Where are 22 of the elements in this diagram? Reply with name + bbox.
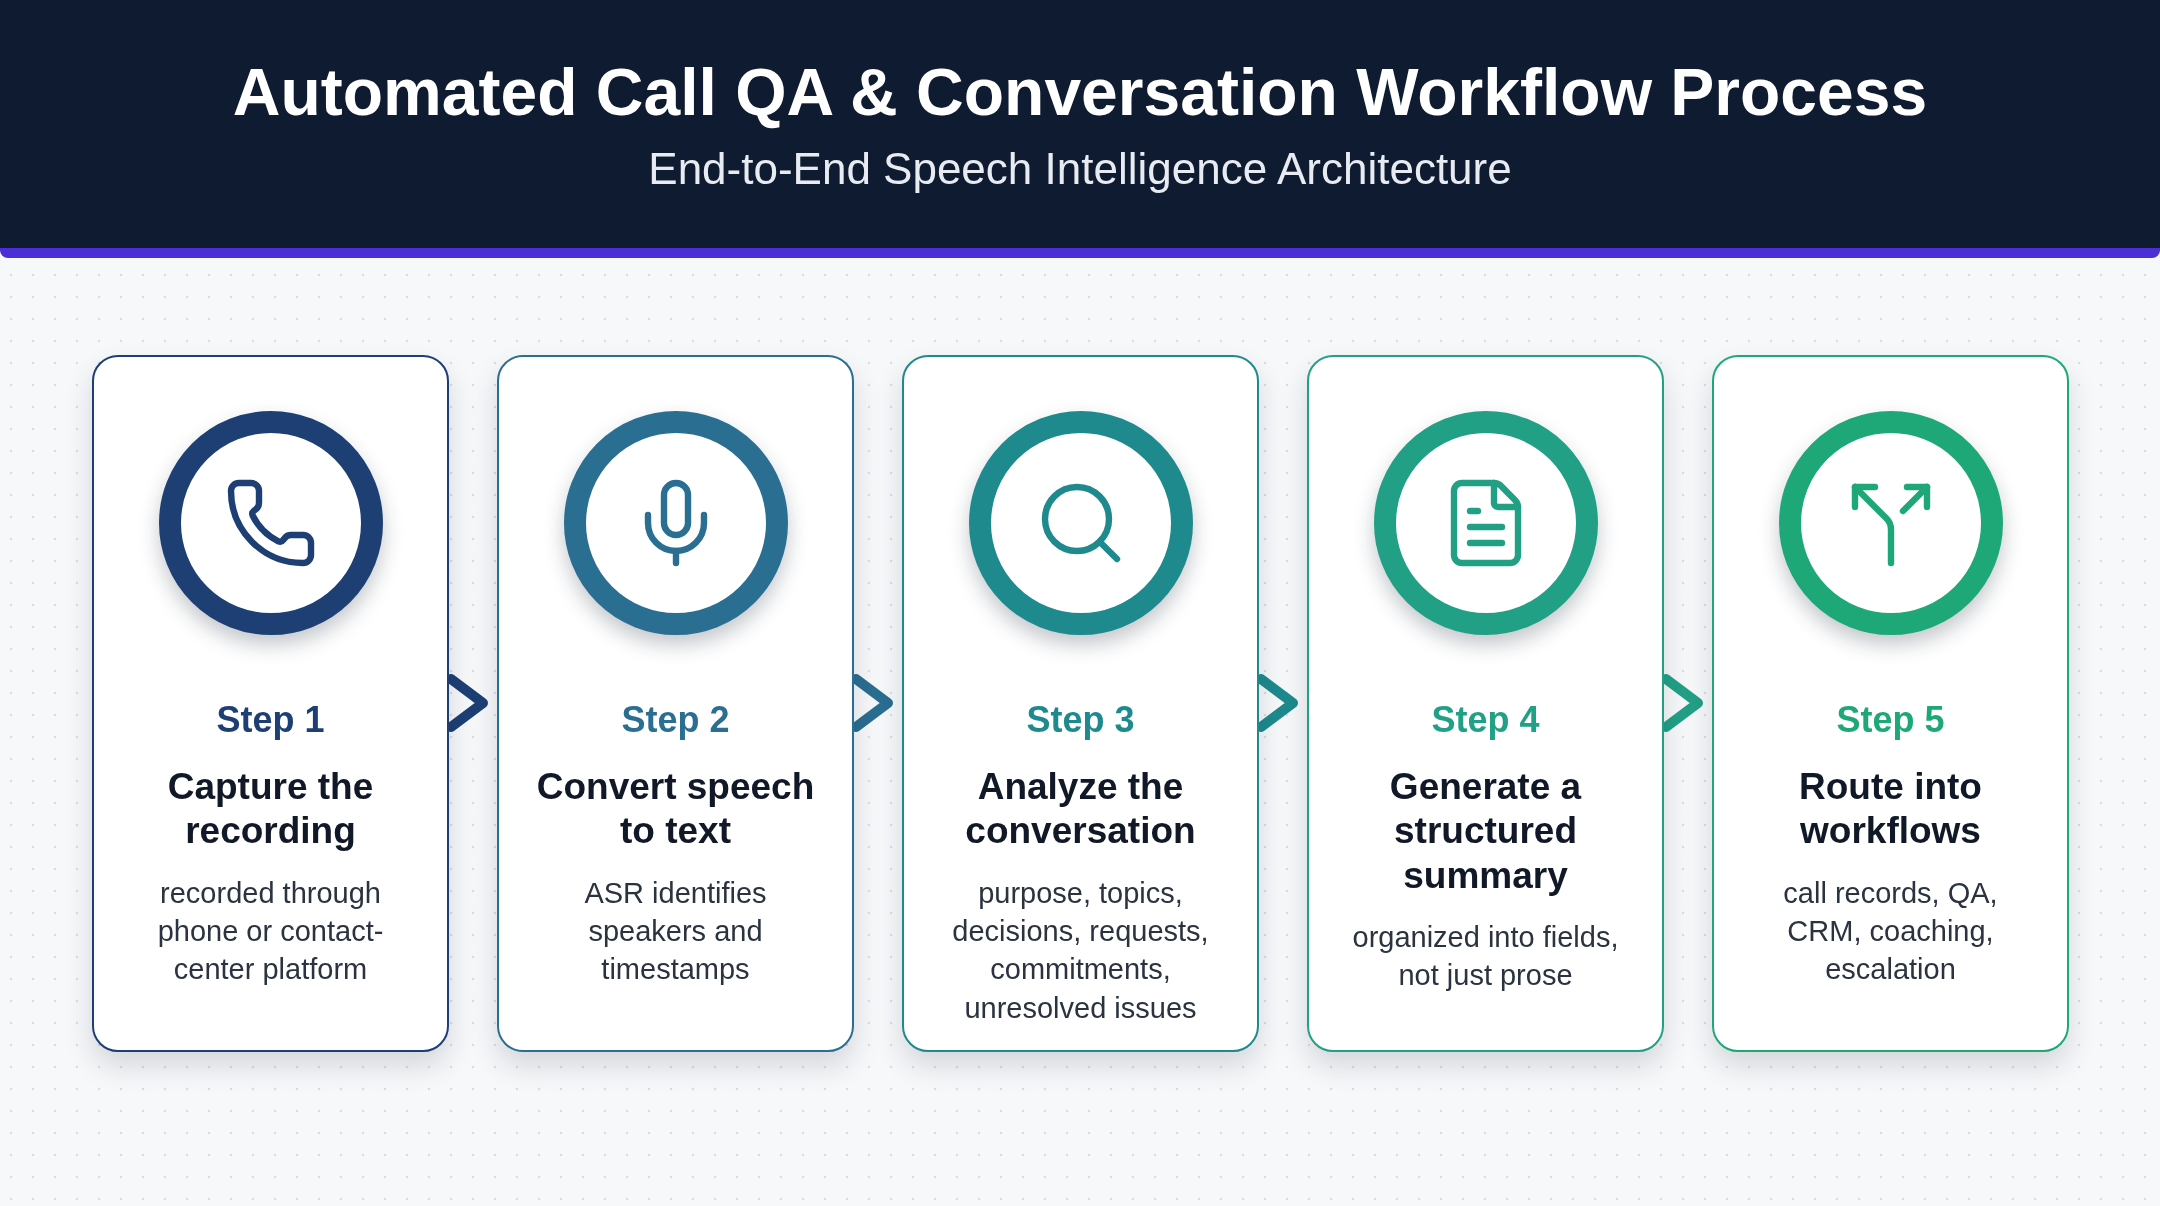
step-card xyxy=(92,355,449,1052)
step-title: Analyze the conversation xyxy=(964,765,1197,854)
step-label: Step 2 xyxy=(621,699,730,741)
step-label: Step 1 xyxy=(216,699,325,741)
step-card xyxy=(902,355,1259,1052)
step-description: recorded through phone or contact-center platform xyxy=(156,875,385,988)
step-description: call records, QA, CRM, coaching, escalation xyxy=(1782,875,1999,988)
step-card xyxy=(1307,355,1664,1052)
step-title: Route into workflows xyxy=(1798,765,1983,854)
step-label: Step 5 xyxy=(1836,699,1945,741)
step-title: Capture the recording xyxy=(166,765,375,854)
step-description: organized into fields, not just prose xyxy=(1351,920,1620,994)
step-label: Step 3 xyxy=(1026,699,1135,741)
step-card xyxy=(1712,355,2069,1052)
step-description: purpose, topics, decisions, requests, commitments, unresolved issues xyxy=(951,875,1210,1026)
step-label: Step 4 xyxy=(1431,699,1540,741)
title: Automated Call QA & Conversation Workflow Process xyxy=(232,54,1928,130)
step-description: ASR identifies speakers and timestamps xyxy=(583,875,768,988)
step-title: Generate a structured summary xyxy=(1388,765,1583,898)
subtitle: End-to-End Speech Intelligence Architecture xyxy=(648,144,1512,194)
step-title: Convert speech to text xyxy=(535,765,816,854)
step-card xyxy=(497,355,854,1052)
